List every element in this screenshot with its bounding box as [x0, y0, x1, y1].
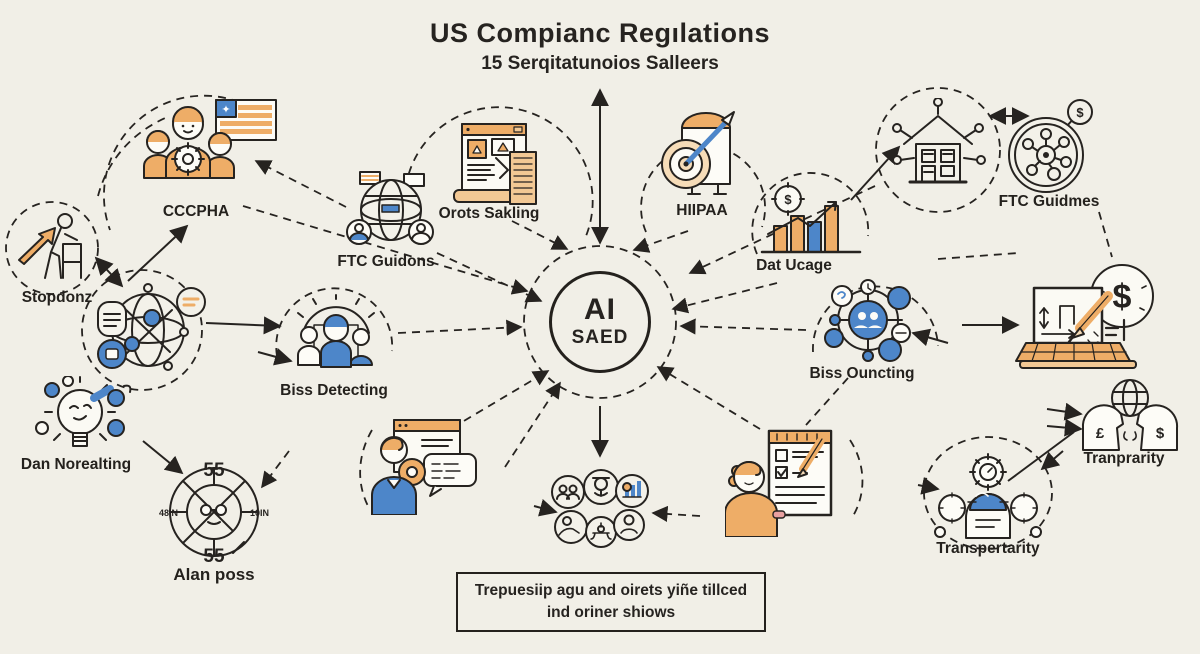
alan-bottom-value: 55: [203, 546, 225, 566]
dollar-glyph: $: [1113, 278, 1132, 316]
bar-chart-dollar-icon: $: [760, 182, 862, 254]
footer-line1: Trepuesiip agu and oirets yiñe tillced: [474, 581, 748, 599]
node-laptop-money: $: [1012, 256, 1157, 376]
transpertarity-label: Transpertarity: [936, 540, 1040, 557]
node-transpertarity: [932, 446, 1044, 542]
node-dat-ucage: $: [760, 182, 865, 260]
alan-top-value: 55: [203, 460, 225, 481]
orots-label: Orots Sakling: [438, 205, 540, 222]
page-subtitle: 15 Serqitatunoios Salleers: [481, 53, 719, 74]
flag-star-glyph: ✦: [221, 104, 230, 116]
network-globe-icon: [97, 283, 206, 371]
ftc-guidons-label: FTC Guidons: [337, 253, 435, 270]
dial-chart-icon: 55 55 48IN 10IN: [159, 460, 269, 566]
node-orots: [448, 118, 553, 208]
pound-glyph: £: [1096, 425, 1105, 442]
people-group-icon: [297, 294, 375, 368]
node-biss-detecting: [283, 293, 388, 381]
network-dollar-icon: $: [1008, 99, 1093, 193]
biss-ouncting-label: Biss Ouncting: [809, 365, 915, 382]
globe-people-icon: [346, 171, 434, 245]
target-dart-icon: [661, 111, 735, 195]
ftc-guidmes-label: FTC Guidmes: [998, 193, 1100, 210]
biss-detecting-label: Biss Detecting: [280, 382, 388, 399]
document-icon: [453, 123, 537, 205]
currency-heads-globe-icon: £ $: [1081, 379, 1179, 451]
house-network-icon: [892, 98, 986, 184]
people-flag-icon: ✦: [143, 99, 277, 179]
people-network-icon: [824, 279, 911, 362]
node-consultant: [370, 418, 485, 515]
climbing-person-icon: [18, 213, 82, 279]
dollar-glyph: $: [1076, 105, 1084, 120]
idea-bulb-network-icon: [35, 376, 132, 447]
node-ftc-guidmes: $: [998, 98, 1103, 196]
ai-text: AI: [584, 293, 616, 326]
node-biss-ouncting: [820, 276, 928, 366]
dollar-glyph: $: [784, 192, 792, 207]
hiipaa-label: HIIPAA: [676, 202, 728, 219]
node-notebook-person: [725, 423, 845, 537]
node-ftc-guidons: [342, 168, 437, 253]
dat-ucage-label: Dat Ucage: [756, 257, 832, 274]
saed-text: SAED: [571, 327, 629, 348]
dan-norealting-label: Dan Norealting: [20, 456, 132, 473]
node-stopdonz: [15, 208, 95, 286]
circle-cluster-icon: [551, 469, 649, 548]
footer-line2: ind oriner shiows: [546, 604, 676, 621]
checklist-person-icon: [725, 429, 833, 537]
alan-right-value: 10IN: [250, 508, 269, 518]
node-network-globe: [82, 280, 207, 382]
dollar-glyph: $: [1156, 425, 1165, 442]
cccpha-label: CCCPHA: [162, 203, 230, 220]
node-tranprarity: £ $: [1075, 376, 1185, 452]
gears-robot-icon: [934, 453, 1042, 539]
tranprarity-label: Tranprarity: [1083, 450, 1165, 467]
node-alan-poss: 55 55 48IN 10IN: [158, 460, 270, 566]
stopdonz-label: Stopdonz: [21, 289, 93, 306]
node-cccpha: ✦: [140, 98, 280, 203]
node-circle-cluster: [543, 463, 668, 563]
page-title: US Compianc Regılations: [429, 18, 771, 48]
footer-note: Trepuesiip agu and oirets yiñe tillced i…: [456, 572, 766, 632]
laptop-pencil-dollar-icon: $: [1015, 264, 1154, 369]
node-hiipaa: [652, 108, 757, 203]
consultant-chat-icon: [371, 419, 477, 515]
node-house: [886, 98, 991, 198]
node-dan-norealting: [28, 376, 138, 458]
alan-left-value: 48IN: [159, 508, 178, 518]
alan-poss-label: Alan poss: [173, 565, 255, 584]
central-ai-node: AI SAED: [549, 271, 651, 373]
